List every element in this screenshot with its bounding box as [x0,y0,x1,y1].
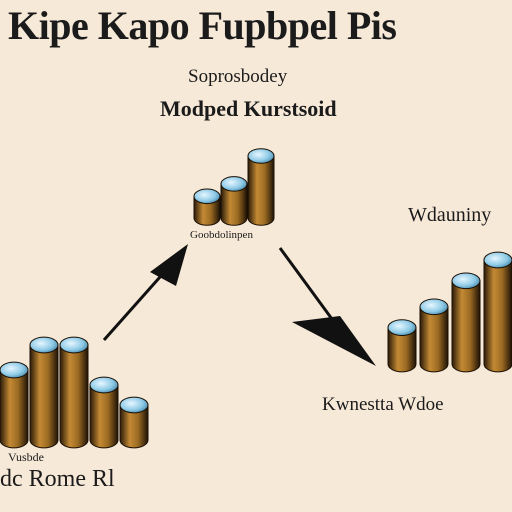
right-node-heading: Wdauniny [408,204,492,226]
diagram-title: Kipe Kapo Fupbpel Pis [8,3,397,48]
right-bar-3 [451,272,481,373]
arrow-top-to-right [278,247,376,366]
left-bar-4 [89,376,119,449]
right-bar-2 [419,298,449,373]
diagram-subtitle-2: Modped Kurstsoid [160,96,337,121]
arrow-left-to-top [102,244,188,341]
right-bar-4 [483,251,512,373]
right-bar-cluster [387,251,512,373]
left-bar-1 [0,361,29,449]
top-bar-2 [220,176,248,226]
left-bar-2 [29,336,59,449]
top-bar-1 [193,188,221,226]
left-bar-cluster [0,336,149,449]
bottom-caption: dc Rome Rl [0,466,115,492]
top-bar-3 [247,148,275,226]
top-node-label: Goobdolinpen [190,229,253,241]
left-node-label: Vusbde [8,450,44,464]
right-bar-1 [387,319,417,373]
right-node-label: Kwnestta Wdoe [322,394,444,415]
top-bar-cluster [193,148,275,226]
diagram-subtitle-1: Soprosbodey [188,66,288,87]
left-bar-5 [119,396,149,449]
left-bar-3 [59,336,89,449]
